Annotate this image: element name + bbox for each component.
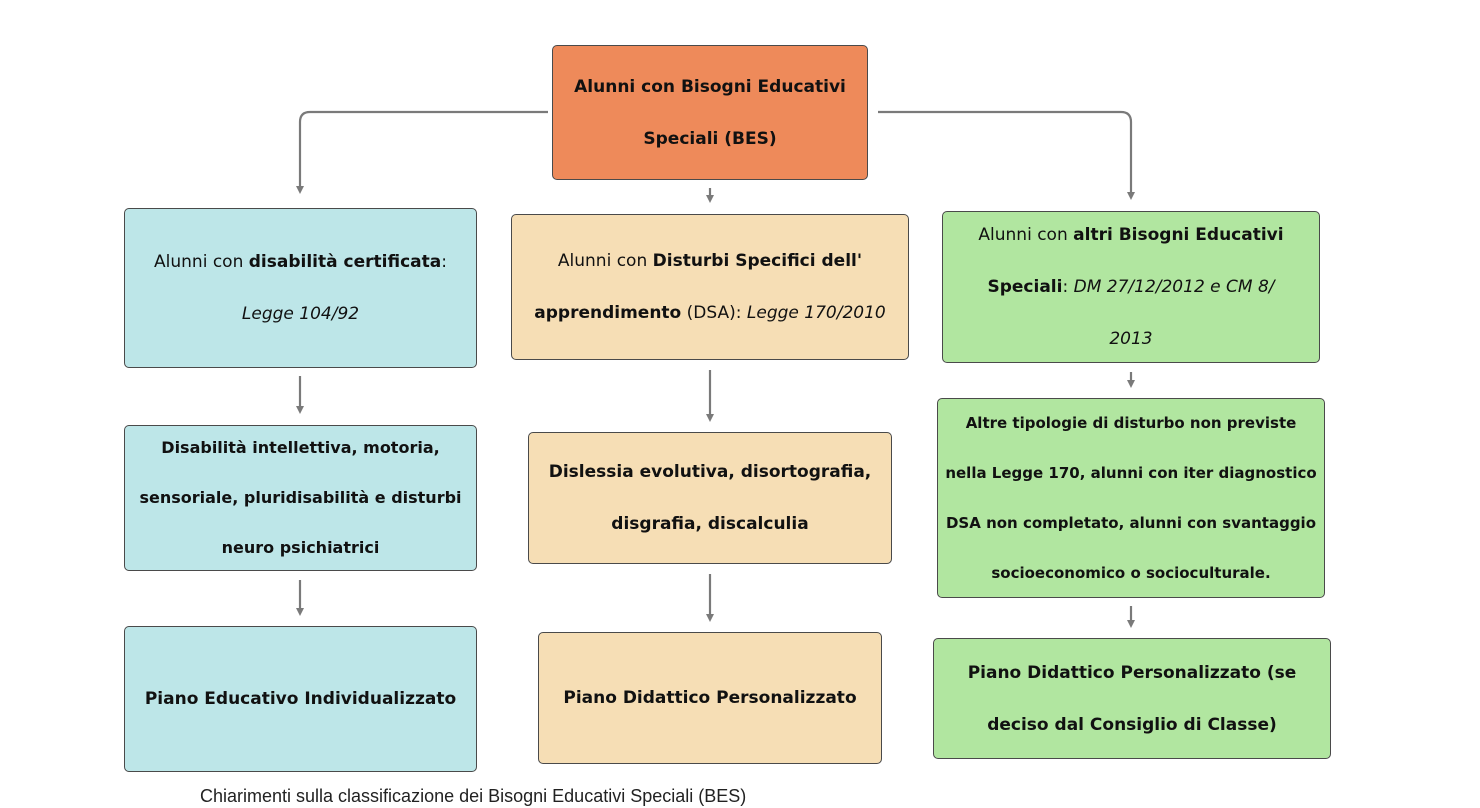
col3-law: DM 27/12/2012 e CM 8/ <box>1073 277 1275 297</box>
col3-header-bold1: altri Bisogni Educativi <box>1073 225 1284 245</box>
col1-header-bold: disabilità certificata <box>248 252 442 272</box>
col3-header-line1: Alunni con altri Bisogni Educativi <box>978 209 1283 261</box>
col1-header-suffix: : <box>441 252 447 272</box>
col3-header-box: Alunni con altri Bisogni Educativi Speci… <box>942 211 1320 363</box>
col3-types-line: socioeconomico o socioculturale. <box>991 564 1271 582</box>
col3-header-bold2: Speciali <box>987 277 1063 297</box>
col1-types-line: Disabilità intellettiva, motoria, <box>161 438 440 457</box>
col3-types-box: Altre tipologie di disturbo non previste… <box>937 398 1325 598</box>
col2-header-line2: apprendimento (DSA): Legge 170/2010 <box>534 287 885 339</box>
root-to-col1-connector <box>296 110 548 194</box>
col3-header-prefix: Alunni con <box>978 225 1074 245</box>
figure-caption: Chiarimenti sulla classificazione dei Bi… <box>200 786 747 806</box>
col3-plan-line: Piano Didattico Personalizzato (se <box>967 662 1297 683</box>
col2-header-box: Alunni con Disturbi Specifici dell' appr… <box>511 214 909 360</box>
col1-plan-label: Piano Educativo Individualizzato <box>144 689 457 709</box>
col2-plan-box: Piano Didattico Personalizzato <box>538 632 882 764</box>
col1-law: Legge 104/92 <box>241 304 360 324</box>
col2-types-line: Dislessia evolutiva, disortografia, <box>548 462 872 482</box>
col3-header-suffix: : <box>1062 277 1074 297</box>
col1-header-prefix: Alunni con <box>154 252 249 272</box>
col1-header-line1: Alunni con disabilità certificata: <box>154 236 447 288</box>
col1-header-box: Alunni con disabilità certificata: Legge… <box>124 208 477 368</box>
col2-types-line: disgrafia, discalculia <box>611 514 809 534</box>
col1-plan-box: Piano Educativo Individualizzato <box>124 626 477 772</box>
col3-types-line: Altre tipologie di disturbo non previste <box>965 414 1297 432</box>
col3-header-line2: Speciali: DM 27/12/2012 e CM 8/ <box>978 261 1283 313</box>
col2-header-bold2: apprendimento <box>534 303 682 323</box>
col1-types-line: sensoriale, pluridisabilità e disturbi <box>139 488 462 507</box>
col3-types-line: DSA non completato, alunni con svantaggi… <box>945 514 1317 532</box>
root-to-col3-connector <box>878 110 1135 200</box>
col3-plan-line: deciso dal Consiglio di Classe) <box>987 714 1277 735</box>
col2-header-mid: (DSA): <box>681 303 747 323</box>
col2-header-bold1: Disturbi Specifici dell' <box>652 251 863 271</box>
root-title-line1: Alunni con Bisogni Educativi <box>574 76 846 97</box>
col3-types-line: nella Legge 170, alunni con iter diagnos… <box>945 464 1317 482</box>
col3-law-year: 2013 <box>1109 329 1153 349</box>
col2-law: Legge 170/2010 <box>746 303 886 323</box>
col1-types-box: Disabilità intellettiva, motoria, sensor… <box>124 425 477 571</box>
col2-types-box: Dislessia evolutiva, disortografia, disg… <box>528 432 892 564</box>
root-bes-box: Alunni con Bisogni Educativi Speciali (B… <box>552 45 868 180</box>
root-title-line2: Speciali (BES) <box>643 128 777 149</box>
col2-plan-label: Piano Didattico Personalizzato <box>563 688 857 708</box>
col2-header-line1: Alunni con Disturbi Specifici dell' <box>534 235 885 287</box>
col1-types-line: neuro psichiatrici <box>221 538 380 557</box>
col3-plan-box: Piano Didattico Personalizzato (se decis… <box>933 638 1331 759</box>
col2-header-prefix: Alunni con <box>557 251 653 271</box>
